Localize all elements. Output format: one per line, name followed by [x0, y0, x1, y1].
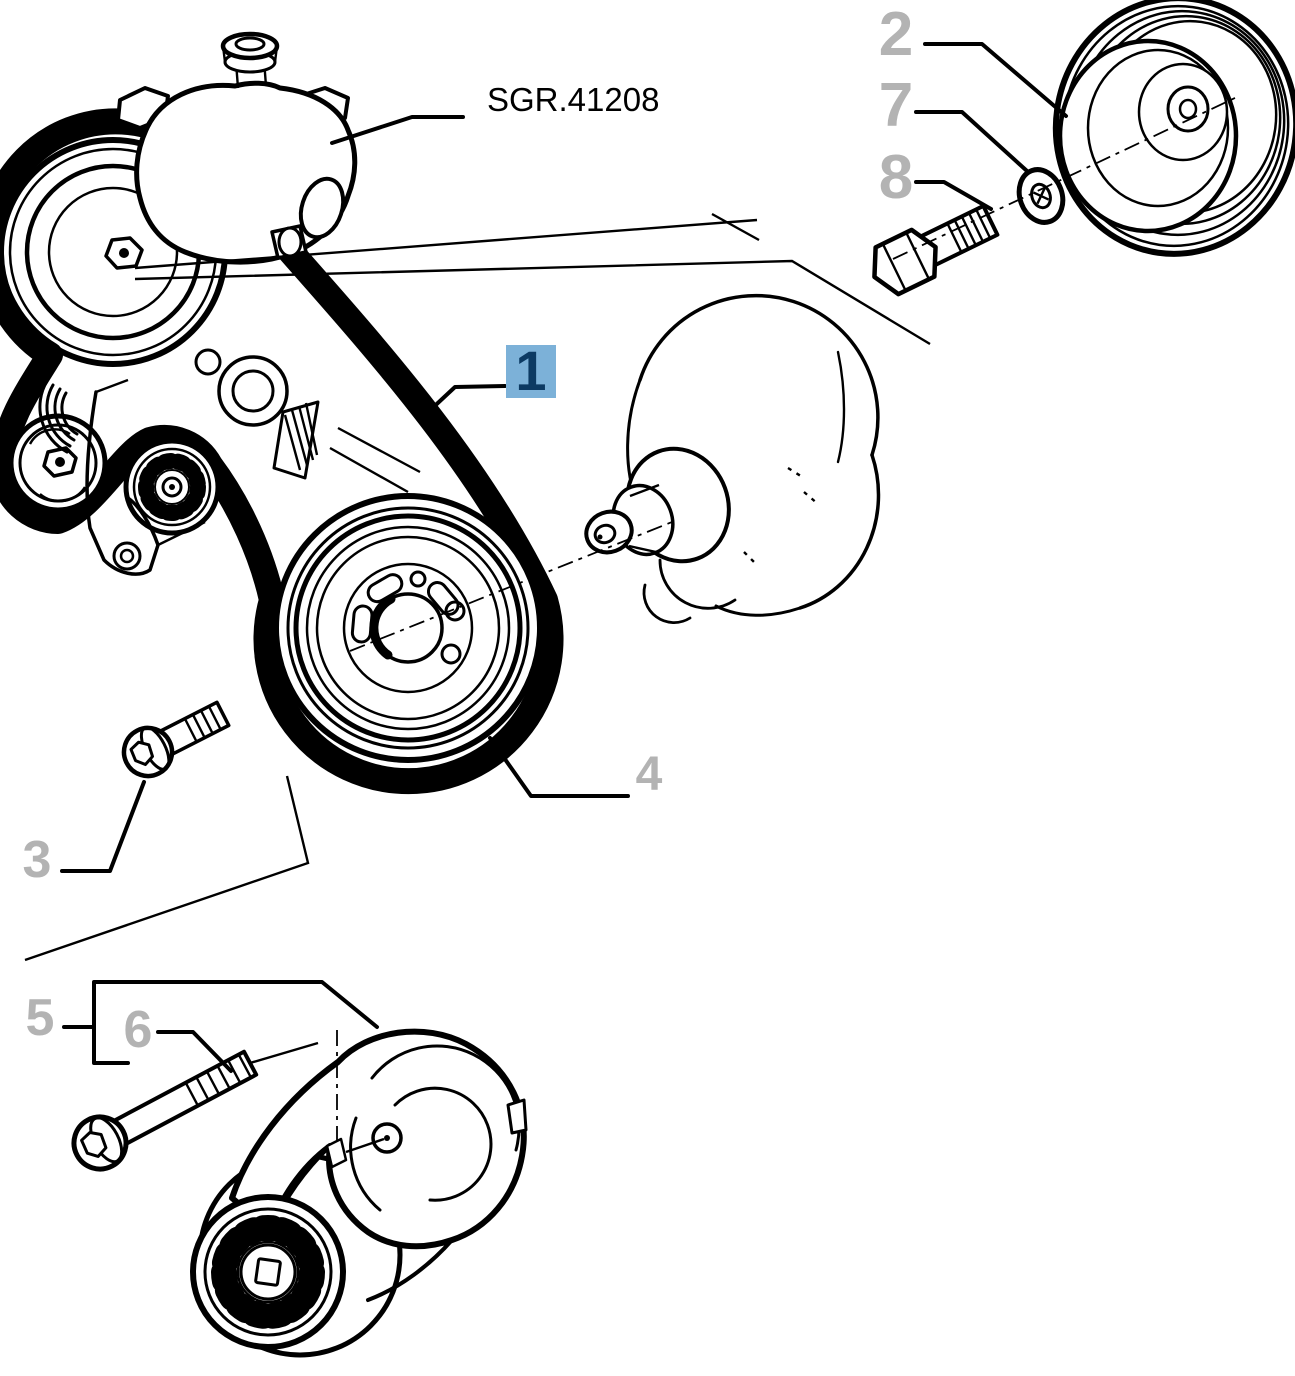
callout-2[interactable]: 2 — [879, 0, 913, 69]
hatch-lines — [283, 402, 319, 471]
leader-3 — [60, 780, 146, 873]
callout-6[interactable]: 6 — [124, 1001, 153, 1059]
tensioner-assembly — [190, 1028, 528, 1358]
accessory-pulley — [1052, 0, 1295, 257]
callout-1-highlight[interactable] — [506, 345, 556, 398]
leader-8 — [914, 180, 993, 211]
reference-label: SGR.41208 — [487, 81, 659, 118]
power-steering-pump — [116, 31, 358, 265]
leader-2 — [923, 42, 1068, 118]
leader-5-bracket — [62, 980, 379, 1065]
leader-lines — [60, 42, 1068, 1073]
tensioner-mount-bolt — [71, 1049, 259, 1172]
callout-5[interactable]: 5 — [26, 989, 55, 1047]
leader-reference — [330, 115, 465, 145]
pulley-slot — [366, 573, 404, 604]
callout-4[interactable]: 4 — [636, 748, 663, 801]
callout-1[interactable]: 1 — [515, 339, 546, 402]
washer — [1016, 167, 1066, 225]
crank-pulley-bolt — [121, 700, 231, 779]
leader-7 — [914, 110, 1029, 173]
callout-7[interactable]: 7 — [879, 71, 913, 140]
mounting-bracket — [38, 378, 206, 576]
axis-lines — [249, 96, 1238, 1169]
callout-8[interactable]: 8 — [879, 143, 913, 212]
engine-block-details — [194, 348, 421, 494]
ribbed-pulley-grooves — [38, 379, 79, 454]
leader-6 — [156, 1030, 233, 1073]
idler-pulley — [8, 413, 108, 513]
pulley-slot — [350, 604, 374, 644]
leader-1 — [423, 384, 507, 417]
pulley-bolt — [872, 203, 1000, 297]
tensioner-pulley-detail — [190, 1194, 346, 1350]
reservoir-cap — [220, 31, 280, 89]
crankshaft — [584, 293, 881, 624]
crankshaft-pulley — [273, 493, 543, 763]
projection-lines — [24, 212, 931, 962]
tensioner-pulley-main-view — [123, 438, 221, 536]
callout-3[interactable]: 3 — [23, 831, 52, 889]
callouts: 1 2 7 8 3 4 5 6 — [23, 0, 914, 1059]
leader-4 — [488, 736, 630, 798]
pulley-slot — [426, 581, 460, 616]
